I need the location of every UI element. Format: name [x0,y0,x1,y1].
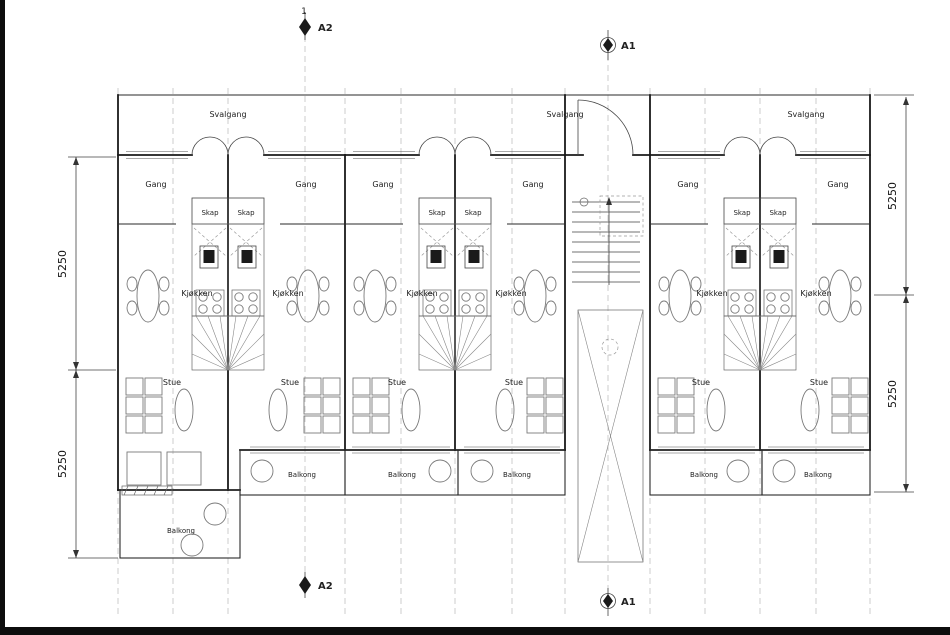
label-gang: Gang [522,180,543,189]
balcony-table [470,459,494,483]
label-skap: Skap [769,209,787,217]
label-kjokken: Kjøkken [272,289,303,298]
label-skap: Skap [733,209,751,217]
coffee-table [401,388,421,432]
label-stue: Stue [388,378,406,387]
label-a1: A1 [621,41,636,52]
label-kjokken: Kjøkken [696,289,727,298]
section-marker-a1-top: A1 [600,30,636,60]
sofa [303,377,341,434]
south-windows [250,446,864,454]
balcony-table [250,459,274,483]
kitchen-core-1 [191,197,265,371]
kitchen-core-3 [723,197,797,371]
label-balkong: Balkong [167,527,195,535]
label-stue: Stue [281,378,299,387]
sheet-edge-left [0,0,5,635]
coffee-table [495,388,515,432]
construction-grid [117,36,871,616]
label-kjokken: Kjøkken [406,289,437,298]
dining-table [658,269,702,323]
dim-right-lower: 5250 [886,380,899,408]
label-a2: A2 [318,581,333,592]
dimension-right: 5250 5250 [874,94,914,493]
sofa [831,377,869,434]
dim-left-lower: 5250 [56,450,69,478]
balcony-table [203,502,227,526]
label-kjokken: Kjøkken [181,289,212,298]
dim-left-upper: 5250 [56,250,69,278]
balcony [761,449,871,496]
label-balkong: Balkong [503,471,531,479]
label-skap: Skap [237,209,255,217]
label-gang: Gang [372,180,393,189]
section-marker-a2-top: 1 A2 [299,7,333,40]
section-marker-a1-bottom: A1 [600,588,636,616]
grid-number: 1 [301,7,307,17]
label-skap: Skap [428,209,446,217]
label-kjokken: Kjøkken [495,289,526,298]
sofa [125,377,163,434]
label-svalgang: Svalgang [787,110,824,119]
label-balkong: Balkong [388,471,416,479]
sofa [352,377,390,434]
label-a1: A1 [621,597,636,608]
dining-table [353,269,397,323]
label-kjokken: Kjøkken [800,289,831,298]
armchair [166,451,202,486]
kitchen-core-2 [418,197,492,371]
label-balkong: Balkong [288,471,316,479]
label-gang: Gang [145,180,166,189]
coffee-table [268,388,288,432]
label-stue: Stue [692,378,710,387]
dim-right-upper: 5250 [886,182,899,210]
label-stue: Stue [810,378,828,387]
front-windows [126,151,866,159]
stairwell [572,99,644,563]
label-gang: Gang [677,180,698,189]
armchair [126,451,162,486]
balcony-table [772,459,796,483]
balcony-table [180,533,204,557]
coffee-table [174,388,194,432]
label-stue: Stue [505,378,523,387]
building-outline [117,94,871,491]
label-gang: Gang [295,180,316,189]
section-marker-a2-bottom: A2 [299,572,333,598]
sheet-edge-bottom [0,627,950,635]
label-svalgang: Svalgang [209,110,246,119]
balcony [457,449,566,496]
balcony-large [119,485,241,559]
shaft [577,309,644,563]
dimension-left: 5250 5250 [56,156,118,559]
label-balkong: Balkong [804,471,832,479]
label-svalgang: Svalgang [546,110,583,119]
label-skap: Skap [464,209,482,217]
balconies [119,449,871,559]
coffee-table [706,388,726,432]
label-balkong: Balkong [690,471,718,479]
label-stue: Stue [163,378,181,387]
stairwell-door-swing [577,99,634,156]
balcony-table [726,459,750,483]
label-skap: Skap [201,209,219,217]
stair-flight [572,195,644,285]
dining-table [126,269,170,323]
label-a2: A2 [318,23,333,34]
sofa [526,377,564,434]
room-labels: Svalgang Svalgang Svalgang Gang Gang Gan… [145,110,848,535]
sofa [657,377,695,434]
label-gang: Gang [827,180,848,189]
balcony-table [428,459,452,483]
